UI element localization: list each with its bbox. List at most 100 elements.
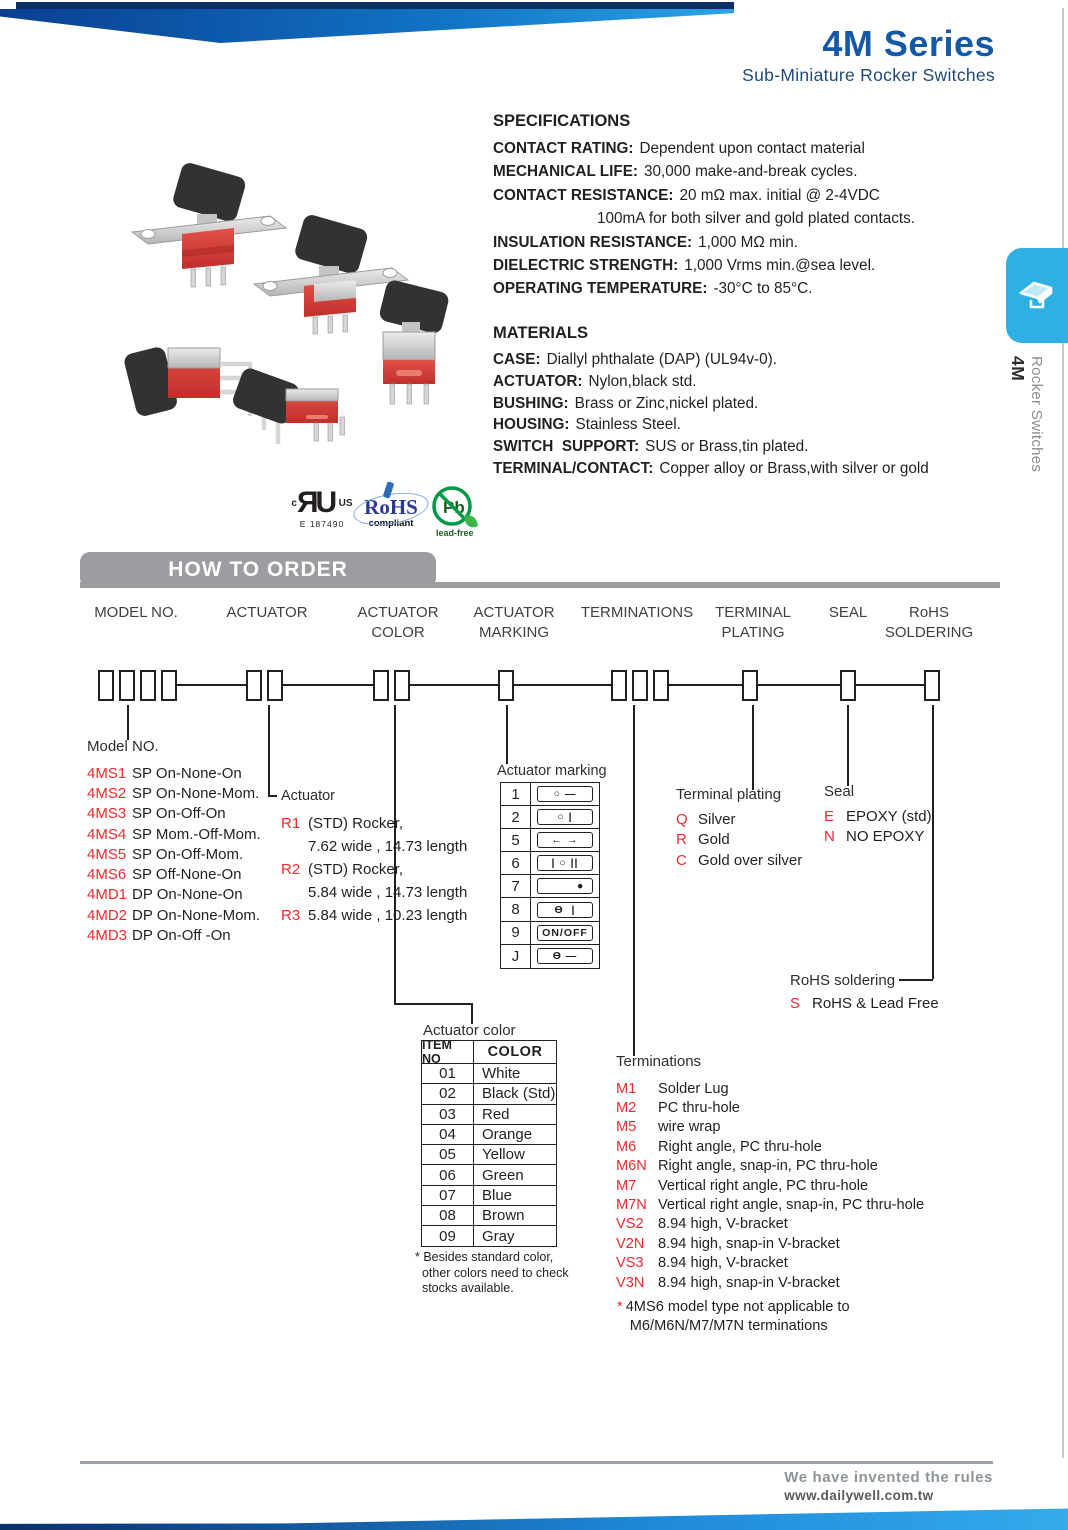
spec-label: MECHANICAL LIFE: — [493, 163, 639, 181]
marking-symbol-icon: Ɵ — — [537, 948, 593, 965]
pb-free-logo: Pb lead-free — [432, 486, 478, 538]
how-to-order-banner: HOW TO ORDER — [80, 552, 436, 588]
termination-desc: 8.94 high, snap-in V-bracket — [658, 1274, 840, 1291]
marking-symbol-cell: Ɵ | — [531, 898, 599, 920]
material-line: ACTUATOR:Nylon,black std. — [493, 371, 993, 393]
material-label: SWITCH SUPPORT: — [493, 438, 640, 456]
leaf-icon — [464, 515, 478, 528]
material-line: TERMINAL/CONTACT:Copper alloy or Brass,w… — [493, 458, 993, 480]
colhead-actuator-marking: ACTUATOR MARKING — [473, 604, 555, 641]
marking-row: 1 ○ — — [501, 783, 599, 807]
actuator-color-title: Actuator color — [423, 1022, 516, 1039]
order-box-marking — [498, 670, 514, 701]
spec-value: 1,000 MΩ min. — [698, 233, 799, 251]
marking-code: 1 — [501, 783, 531, 806]
colhead-terminations: TERMINATIONS — [580, 604, 694, 621]
termination-code: M1 — [616, 1080, 637, 1097]
marking-code: J — [501, 944, 531, 968]
material-label: CASE: — [493, 351, 541, 368]
colhead-rohs-soldering: RoHS SOLDERING — [884, 604, 974, 641]
drop-elbow-rohs — [899, 979, 933, 981]
model-desc: SP On-Off-Mom. — [132, 845, 244, 863]
model-code: 4MS6 — [87, 866, 127, 884]
termination-desc: Solder Lug — [658, 1080, 729, 1097]
order-box-plating — [742, 670, 758, 701]
drop-line-marking — [506, 705, 508, 764]
actuator-desc: 5.84 wide , 10.23 length — [308, 907, 468, 924]
seal-title: Seal — [824, 783, 855, 800]
order-box-rohs — [924, 670, 940, 701]
material-value: Stainless Steel. — [575, 416, 681, 434]
color-name: Yellow — [482, 1146, 525, 1164]
spec-label: OPERATING TEMPERATURE: — [493, 280, 708, 298]
marking-symbol-cell: ← → — [531, 829, 599, 851]
marking-symbol-icon: ○ — — [537, 786, 593, 803]
connector-line — [514, 684, 611, 687]
material-line: CASE:Diallyl phthalate (DAP) (UL94v-0). — [493, 349, 993, 371]
spec-value: 20 mΩ max. initial @ 2-4VDC — [679, 186, 880, 204]
spec-label: CONTACT RATING: — [493, 140, 634, 157]
color-item-no: 09 — [422, 1226, 474, 1246]
termination-desc: 8.94 high, V-bracket — [658, 1255, 788, 1272]
actuator-code: R2 — [281, 861, 301, 878]
termination-desc: Vertical right angle, PC thru-hole — [658, 1177, 869, 1194]
model-code: 4MS5 — [87, 845, 127, 863]
drop-line-actuator — [268, 705, 270, 797]
marking-code: 6 — [501, 852, 531, 875]
order-box-model-2 — [119, 670, 135, 701]
colhead-seal: SEAL — [828, 604, 868, 621]
color-item-no: 01 — [422, 1064, 474, 1084]
footer-url[interactable]: www.dailywell.com.tw — [784, 1488, 934, 1503]
footer-slogan: We have invented the rules — [784, 1469, 993, 1486]
header-navy-bar — [16, 2, 734, 9]
marking-code: 8 — [501, 898, 531, 921]
actuator-code: R3 — [281, 907, 301, 924]
drop-line-color-2 — [471, 1003, 473, 1024]
plating-code: Q — [676, 810, 688, 828]
sidebar-series: 4M — [1008, 356, 1028, 382]
actuator-row: R3 5.84 wide , 10.23 length — [281, 904, 467, 927]
termination-code: M6N — [616, 1158, 647, 1175]
plating-desc: Gold over silver — [698, 851, 803, 869]
marking-symbol-icon: ● — [537, 878, 593, 895]
spec-line: OPERATING TEMPERATURE: -30°C to 85°C. — [493, 277, 993, 300]
connector-line — [856, 684, 924, 687]
ul-c-label: c — [291, 498, 297, 509]
order-box-actuator-1 — [246, 670, 262, 701]
order-box-color-2 — [394, 670, 410, 701]
marking-code: 5 — [501, 829, 531, 852]
termination-code: VS2 — [616, 1216, 644, 1233]
spec-label: INSULATION RESISTANCE: — [493, 233, 693, 251]
material-label: HOUSING: — [493, 416, 570, 434]
marking-symbol-cell: ○ | — [531, 806, 599, 828]
page-border-line — [1062, 8, 1064, 1458]
material-label: TERMINAL/CONTACT: — [493, 459, 654, 477]
seal-desc: EPOXY (std) — [846, 807, 932, 825]
model-desc: DP On-None-On — [132, 886, 243, 904]
footer-slogan-block: We have invented the rules www.dailywell… — [784, 1469, 993, 1503]
rohs-text: RoHS — [364, 495, 418, 519]
marking-symbol-icon: ○ | — [537, 809, 593, 826]
marking-code: 2 — [501, 806, 531, 829]
banner-strip — [80, 582, 1000, 588]
order-box-termination-1 — [611, 670, 627, 701]
rohs-soldering-title: RoHS soldering — [790, 972, 896, 989]
marking-symbol-cell: ON/OFF — [531, 922, 599, 944]
seal-code: E — [824, 807, 835, 825]
spec-value: -30°C to 85°C. — [713, 280, 813, 298]
termination-code: VS3 — [616, 1255, 644, 1272]
marking-symbol-icon: ← → — [537, 832, 593, 849]
termination-desc: Vertical right angle, snap-in, PC thru-h… — [658, 1197, 925, 1214]
materials-title: MATERIALS — [493, 324, 589, 342]
